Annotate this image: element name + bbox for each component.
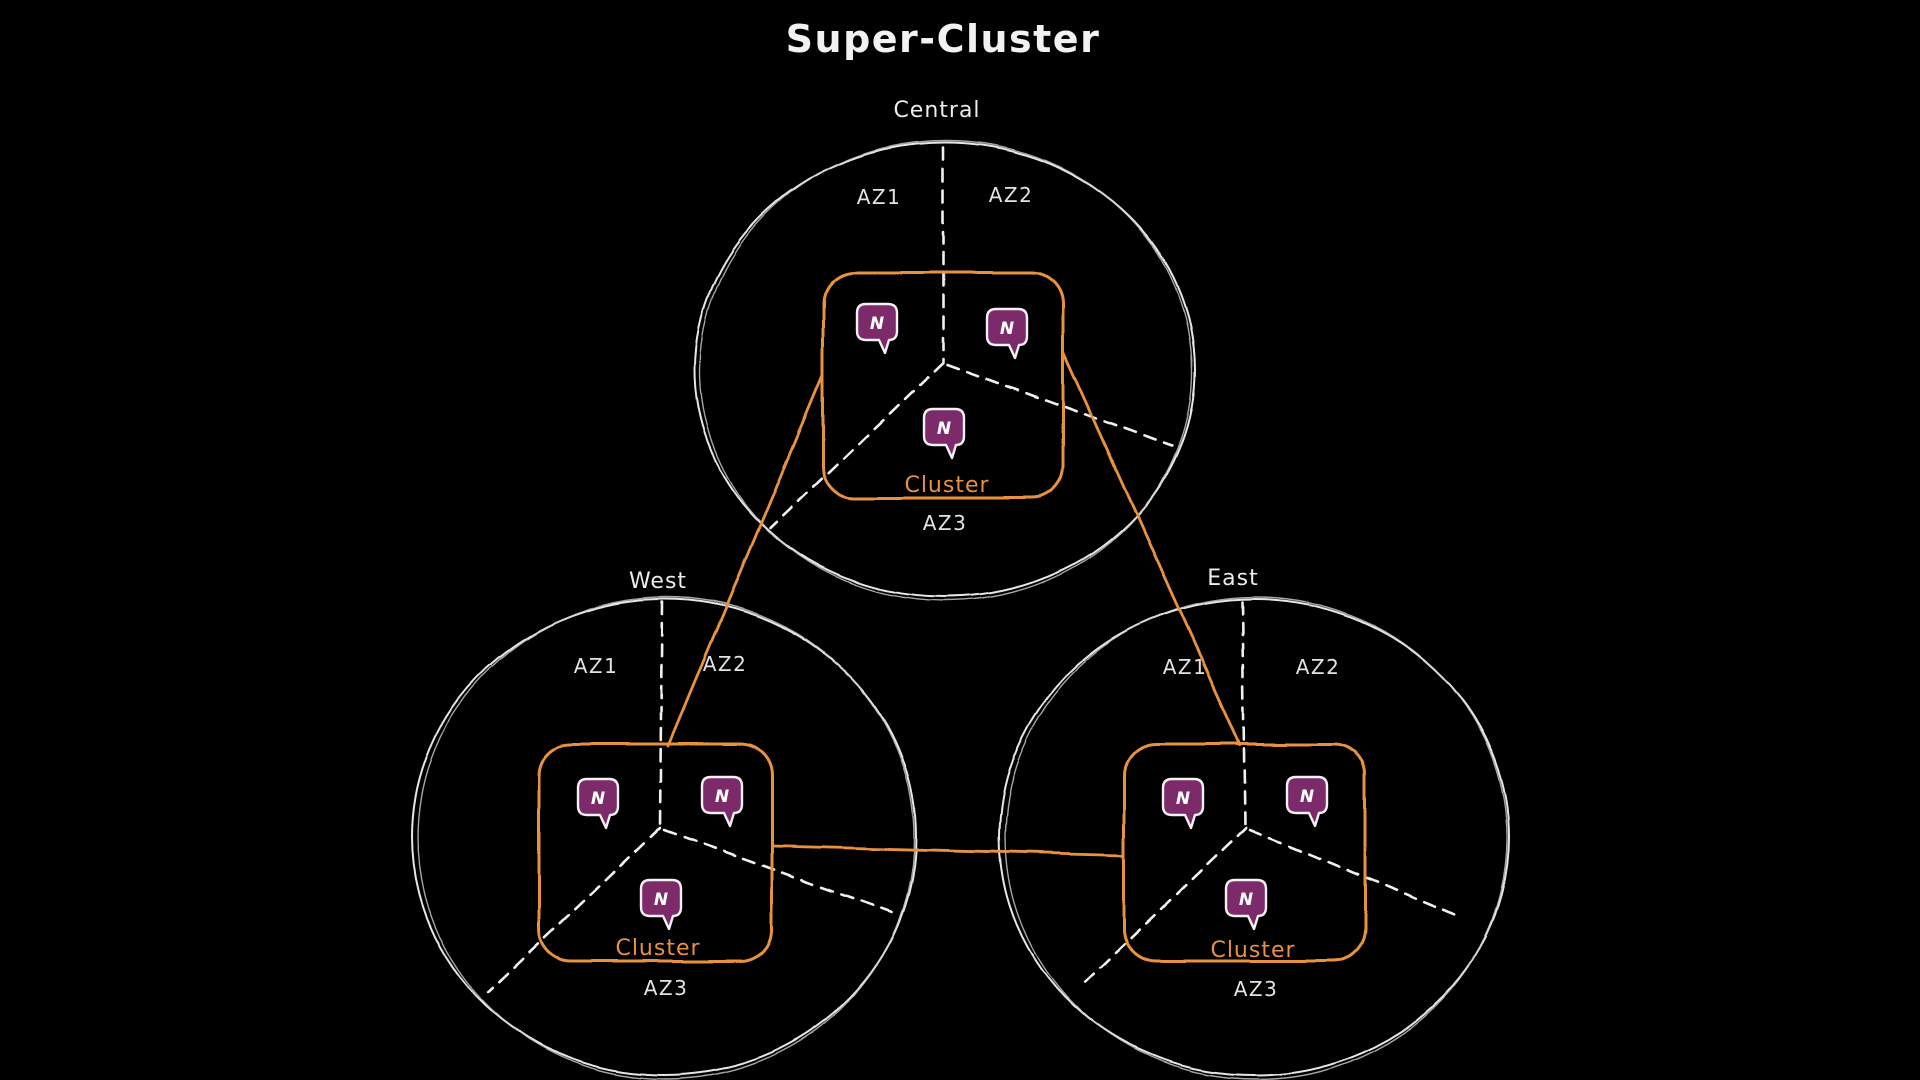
cluster-box-central <box>821 271 1065 500</box>
az3-label-east: AZ3 <box>1234 977 1279 1001</box>
region-circle-central-overlap <box>699 140 1193 602</box>
diagram-title: Super-Cluster <box>786 17 1101 61</box>
cluster-box-west <box>537 742 774 963</box>
node-letter: N <box>1239 890 1253 910</box>
region-central-outline <box>694 140 1196 602</box>
nats-server-icon: N <box>855 302 899 355</box>
cluster-label-central: Cluster <box>904 473 989 498</box>
node-letter: N <box>937 419 951 439</box>
az1-label-central: AZ1 <box>857 185 902 209</box>
cluster-link-central-east <box>1061 350 1242 747</box>
nats-server-icon: N <box>922 407 966 460</box>
az-divider-west-right <box>662 828 894 914</box>
az-divider-west-top <box>658 600 664 828</box>
nats-server-icon: N <box>576 777 620 830</box>
cluster-label-west: Cluster <box>615 936 700 961</box>
nats-server-icon: N <box>639 878 683 931</box>
cluster-link-west-east <box>770 844 1126 857</box>
node-letter: N <box>591 789 605 809</box>
region-name-central: Central <box>893 98 980 123</box>
nats-server-icon: N <box>700 775 744 828</box>
region-east: East AZ1 AZ2 AZ3 Cluster N N N <box>1161 566 1341 1001</box>
region-east-outline <box>998 596 1510 1080</box>
region-name-west: West <box>629 569 687 594</box>
az-divider-west-left <box>486 826 662 994</box>
node-letter: N <box>1000 319 1014 339</box>
node-letter: N <box>715 787 729 807</box>
region-circle-west <box>411 598 917 1076</box>
node-letter: N <box>1176 789 1190 809</box>
region-central: Central AZ1 AZ2 AZ3 Cluster N N N <box>855 98 1034 535</box>
nats-server-icon: N <box>985 307 1029 360</box>
nats-server-icon: N <box>1161 777 1205 830</box>
cluster-link-central-west <box>666 373 825 748</box>
az-divider-east-top <box>1240 600 1247 828</box>
region-circle-east <box>998 598 1510 1076</box>
cluster-box-east <box>1122 742 1367 963</box>
nats-server-icon: N <box>1285 775 1329 828</box>
node-letter: N <box>1300 787 1314 807</box>
region-circle-central <box>694 142 1196 598</box>
region-circle-east-overlap <box>1004 596 1508 1080</box>
node-letter: N <box>654 890 668 910</box>
region-west: West AZ1 AZ2 AZ3 Cluster N N N <box>574 569 748 1000</box>
region-west-outline <box>411 596 917 1080</box>
nats-server-icon: N <box>1224 878 1268 931</box>
az1-label-east: AZ1 <box>1163 655 1208 679</box>
az-divider-central-left <box>768 360 945 530</box>
az3-label-west: AZ3 <box>644 976 689 1000</box>
az1-label-west: AZ1 <box>574 654 619 678</box>
az2-label-west: AZ2 <box>703 652 748 676</box>
cluster-label-east: Cluster <box>1210 938 1295 963</box>
az-divider-central-right <box>945 362 1174 448</box>
az-divider-east-left <box>1080 826 1248 987</box>
az2-label-east: AZ2 <box>1296 655 1341 679</box>
az-divider-east-right <box>1248 828 1460 918</box>
region-circle-west-overlap <box>417 596 915 1080</box>
az3-label-central: AZ3 <box>923 511 968 535</box>
node-letter: N <box>870 314 884 334</box>
region-name-east: East <box>1207 566 1258 591</box>
az2-label-central: AZ2 <box>989 183 1034 207</box>
